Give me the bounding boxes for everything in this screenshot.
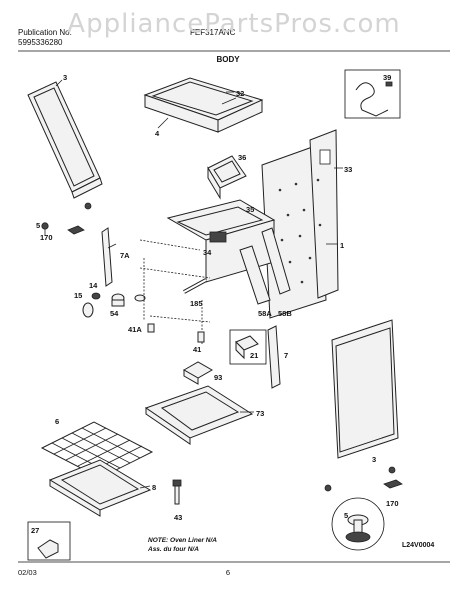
svg-text:14: 14 — [89, 281, 98, 290]
svg-text:58A: 58A — [258, 309, 272, 318]
svg-text:1: 1 — [340, 241, 344, 250]
leveling-leg-detail — [331, 497, 385, 551]
publication-number: 5995336280 — [18, 38, 63, 47]
footer-date: 02/03 — [18, 568, 37, 577]
svg-text:36: 36 — [238, 153, 246, 162]
oven-burner — [183, 278, 207, 294]
svg-text:8: 8 — [152, 483, 156, 492]
note-line2: Ass. du four N/A — [147, 546, 199, 553]
svg-text:170: 170 — [386, 499, 399, 508]
watermark: AppliancePartsPros.com — [67, 9, 400, 39]
thermostat-box — [229, 329, 267, 365]
svg-text:3: 3 — [63, 73, 67, 82]
side-panel-left — [27, 79, 103, 199]
svg-text:41: 41 — [193, 345, 201, 354]
assembly-guides — [139, 239, 211, 345]
svg-text:32: 32 — [236, 89, 244, 98]
leader-lines — [139, 97, 343, 489]
svg-text:6: 6 — [55, 417, 59, 426]
svg-text:27: 27 — [31, 526, 39, 535]
svg-text:185: 185 — [190, 299, 203, 308]
brackets-41 — [147, 323, 205, 343]
svg-text:73: 73 — [256, 409, 264, 418]
model-number: FEF317ANC — [190, 28, 236, 37]
svg-text:15: 15 — [74, 291, 82, 300]
svg-text:41A: 41A — [128, 325, 142, 334]
leveling-leg — [172, 479, 182, 505]
trim-right — [267, 325, 281, 389]
svg-text:4: 4 — [155, 129, 160, 138]
svg-text:33: 33 — [344, 165, 352, 174]
svg-text:5: 5 — [36, 221, 40, 230]
svg-text:35: 35 — [246, 205, 254, 214]
knob-parts — [82, 292, 146, 318]
svg-text:170: 170 — [40, 233, 53, 242]
screws-right — [324, 466, 403, 492]
callout-labels: 3 32 4 39 36 33 35 1 5 170 7A 34 15 14 1… — [31, 73, 399, 535]
wire-harness-box — [344, 69, 401, 119]
svg-text:7: 7 — [284, 351, 288, 360]
top-frame — [143, 77, 264, 133]
svg-text:34: 34 — [203, 248, 212, 257]
screws-left — [41, 202, 92, 236]
trim-left — [101, 227, 117, 287]
svg-text:3: 3 — [372, 455, 376, 464]
side-rails — [239, 227, 291, 305]
note-line1: NOTE: Oven Liner N/A — [148, 537, 217, 544]
drawing-code: L24V0004 — [402, 542, 434, 549]
page-number: 6 — [226, 568, 230, 577]
svg-text:5: 5 — [344, 511, 348, 520]
svg-text:7A: 7A — [120, 251, 130, 260]
oven-bottom — [144, 385, 254, 445]
svg-text:58B: 58B — [278, 309, 292, 318]
broiler-pan — [48, 459, 152, 517]
svg-text:39: 39 — [383, 73, 391, 82]
publication-label: Publication No. — [18, 28, 72, 37]
svg-text:54: 54 — [110, 309, 119, 318]
control-housing — [207, 155, 247, 200]
svg-text:43: 43 — [174, 513, 182, 522]
side-panel-right — [331, 319, 399, 459]
burner-baffle — [182, 361, 214, 385]
section-title: BODY — [216, 55, 240, 64]
anti-tip-box — [27, 521, 71, 561]
svg-text:93: 93 — [214, 373, 222, 382]
svg-text:21: 21 — [250, 351, 258, 360]
